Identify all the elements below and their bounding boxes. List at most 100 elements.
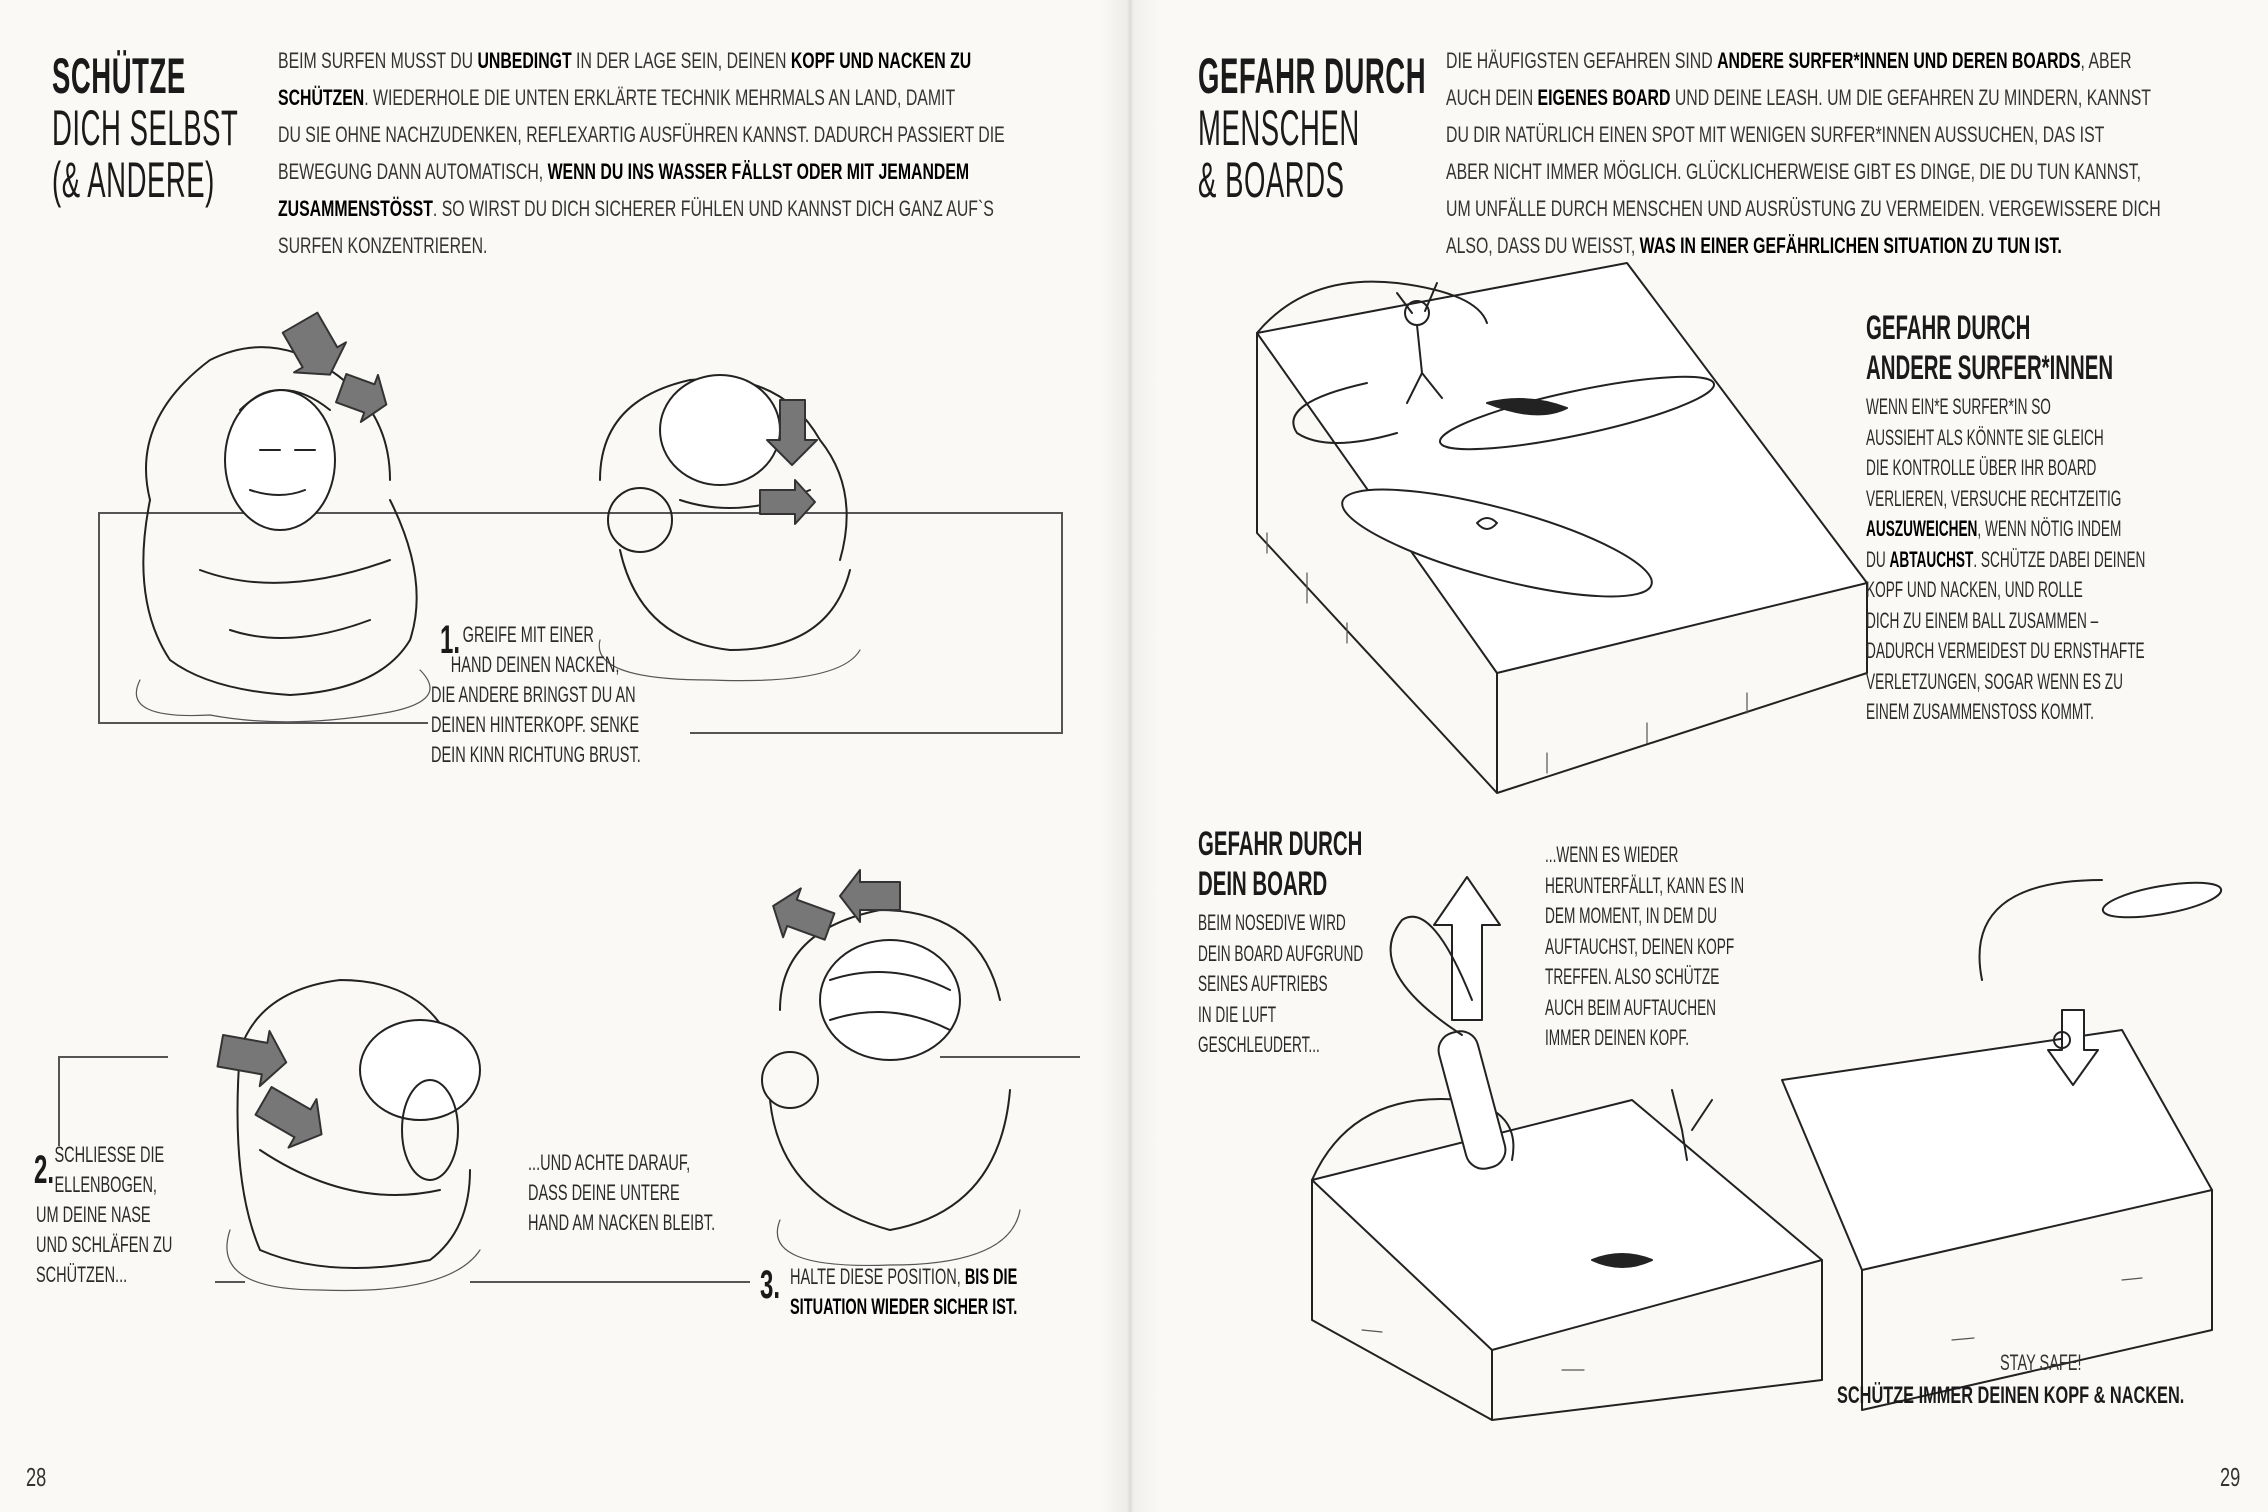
step2-frame-top [58,1056,168,1058]
text-line: ALSO, DASS DU WEISST, WAS IN EINER GEFÄH… [1446,227,2161,264]
bold-text: ANDERE SURFER*INNEN UND DEREN BOARDS [1717,48,2081,73]
text-line: KOPF UND NACKEN, UND ROLLE [1866,577,2083,602]
text-line: HAND AM NACKEN BLEIBT. [528,1210,716,1235]
text-line: VERLETZUNGEN, SOGAR WENN ES ZU [1866,668,2123,694]
illustration-board-nosedive [1311,876,2223,1421]
left-intro-paragraph: BEIM SURFEN MUSST DU UNBEDINGT IN DER LA… [278,42,1287,264]
illustration-step1-back [598,374,861,682]
leash-line [1389,915,1473,1036]
bold-text: BIS DIE [964,1264,1018,1289]
text-segment: IN DER LAGE SEIN, DEINEN [571,48,791,73]
text-line: ABER NICHT IMMER MÖGLICH. GLÜCKLICHERWEI… [1446,153,2161,190]
text-segment: . WIEDERHOLE DIE UNTEN ERKLÄRTE TECHNIK … [364,85,956,110]
text-segment: . SO WIRST DU DICH SICHERER FÜHLEN UND K… [432,196,994,221]
text-line: GEFAHR DURCH [1198,48,1427,104]
text-segment: SURFEN KONZENTRIEREN. [278,233,488,258]
page-number-left: 28 [26,1462,47,1492]
bold-text: KOPF UND NACKEN ZU [790,48,972,73]
stay-safe-text: STAY SAFE! [2000,1350,2082,1375]
text-line: DICH ZU EINEM BALL ZUSAMMEN – [1866,607,2099,633]
text-line: UND SCHLÄFEN ZU [36,1232,173,1257]
text-line: DEIN BOARD [1198,865,1328,903]
step-frame-bottom-right [690,732,1063,734]
text-segment: . SCHÜTZE DABEI DEINEN [1973,546,2146,572]
step2-frame-top-right [940,1056,1080,1058]
text-line: DU DIR NATÜRLICH EINEN SPOT MIT WENIGEN … [1446,116,2161,153]
bold-text: WENN DU INS WASSER FÄLLST ODER MIT JEMAN… [547,159,970,184]
text-line: HERUNTERFÄLLT, KANN ES IN [1545,872,1745,898]
step-3-number: 3. [760,1263,781,1307]
text-line: SITUATION WIEDER SICHER IST. [790,1292,1017,1322]
page-number-right: 29 [2220,1462,2241,1492]
text-line: DU ABTAUCHST. SCHÜTZE DABEI DEINEN [1866,545,2145,576]
text-line: DIE HÄUFIGSTEN GEFAHREN SIND ANDERE SURF… [1446,42,2161,79]
text-segment: DIE HÄUFIGSTEN GEFAHREN SIND [1446,48,1718,73]
text-segment: UM UNFÄLLE DURCH MENSCHEN UND AUSRÜSTUNG… [1446,196,2161,221]
text-line: DEINEN HINTERKOPF. SENKE [431,712,640,737]
text-line: BEWEGUNG DANN AUTOMATISCH, WENN DU INS W… [278,153,1005,190]
closing-reminder: SCHÜTZE IMMER DEINEN KOPF & NACKEN. [1837,1382,2185,1409]
step-frame-bottom [98,722,428,724]
text-line: HALTE DIESE POSITION, BIS DIE [790,1262,1017,1292]
text-segment: ABER NICHT IMMER MÖGLICH. GLÜCKLICHERWEI… [1446,159,2142,184]
step-2-note: ...UND ACHTE DARAUF, DASS DEINE UNTERE HAN… [528,1148,812,1238]
text-segment: BEWEGUNG DANN AUTOMATISCH, [278,159,548,184]
up-arrow-icon [1433,876,1501,1021]
bold-text: ABTAUCHST [1889,546,1974,572]
text-segment: DU SIE OHNE NACHZUDENKEN, REFLEXARTIG AU… [278,122,1005,147]
bold-text: WAS IN EINER GEFÄHRLICHEN SITUATION ZU T… [1639,233,2062,258]
text-line: UM DEINE NASE [36,1202,151,1227]
illustration-surfer-collision [1256,262,1868,794]
text-line: EINEM ZUSAMMENSTOSS KOMMT. [1866,699,2094,724]
text-line: GESCHLEUDERT... [1198,1032,1320,1057]
text-line: DIE KONTROLLE ÜBER IHR BOARD [1866,455,2097,480]
text-line: AUCH BEIM AUFTAUCHEN [1545,994,1717,1020]
text-line: ...UND ACHTE DARAUF, [528,1150,691,1175]
text-line: SCHÜTZEN. WIEDERHOLE DIE UNTEN ERKLÄRTE … [278,79,1005,116]
text-line: BEIM NOSEDIVE WIRD [1198,910,1346,935]
text-line: DASS DEINE UNTERE [528,1180,680,1205]
text-line: DIE ANDERE BRINGST DU AN [431,682,636,707]
text-line: DU SIE OHNE NACHZUDENKEN, REFLEXARTIG AU… [278,116,1005,153]
text-line: HAND DEINEN NACKEN, [450,652,620,677]
text-line: SURFEN KONZENTRIEREN. [278,227,1005,264]
text-line: DEIN KINN RICHTUNG BRUST. [431,742,641,767]
text-line: DICH SELBST [52,100,239,156]
thrown-board-group [1389,876,1507,1170]
text-segment: BEIM SURFEN MUSST DU [278,48,478,73]
text-line: AUCH DEIN EIGENES BOARD UND DEINE LEASH.… [1446,79,2161,116]
thrown-surfboard [1437,1030,1507,1170]
text-line: TREFFEN. ALSO SCHÜTZE [1545,964,1720,989]
text-segment: UND DEINE LEASH. UM DIE GEFAHREN ZU MIND… [1670,85,2151,110]
text-line: SEINES AUFTRIEBS [1198,971,1328,996]
bold-text: SCHÜTZEN [278,85,365,110]
text-line: AUSZUWEICHEN, WENN NÖTIG INDEM [1866,514,2145,545]
book-gutter [1100,0,1160,1512]
text-line: AUSSIEHT ALS KÖNNTE SIE GLEICH [1866,424,2104,450]
text-line: SCHLIESSE DIE [54,1142,165,1167]
text-line: AUFTAUCHST, DEINEN KOPF [1545,933,1735,959]
text-segment: , ABER [2080,48,2132,73]
bold-text: AUSZUWEICHEN [1866,516,1978,541]
text-line: & BOARDS [1198,152,1345,208]
right-intro-paragraph: DIE HÄUFIGSTEN GEFAHREN SIND ANDERE SURF… [1446,42,2268,264]
text-line: GEFAHR DURCH [1198,825,1363,863]
text-line: IN DIE LUFT [1198,1001,1277,1027]
text-line: DEM MOMENT, IN DEM DU [1545,903,1718,928]
step2-frame-bottom-b [470,1281,750,1283]
text-line: ANDERE SURFER*INNEN [1866,349,2114,387]
illustration-step1-front [135,311,431,723]
text-line: DADURCH VERMEIDEST DU ERNSTHAFTE [1866,638,2145,663]
text-segment: DU DIR NATÜRLICH EINEN SPOT MIT WENIGEN … [1446,122,2105,147]
text-line: SCHÜTZE [52,48,186,104]
